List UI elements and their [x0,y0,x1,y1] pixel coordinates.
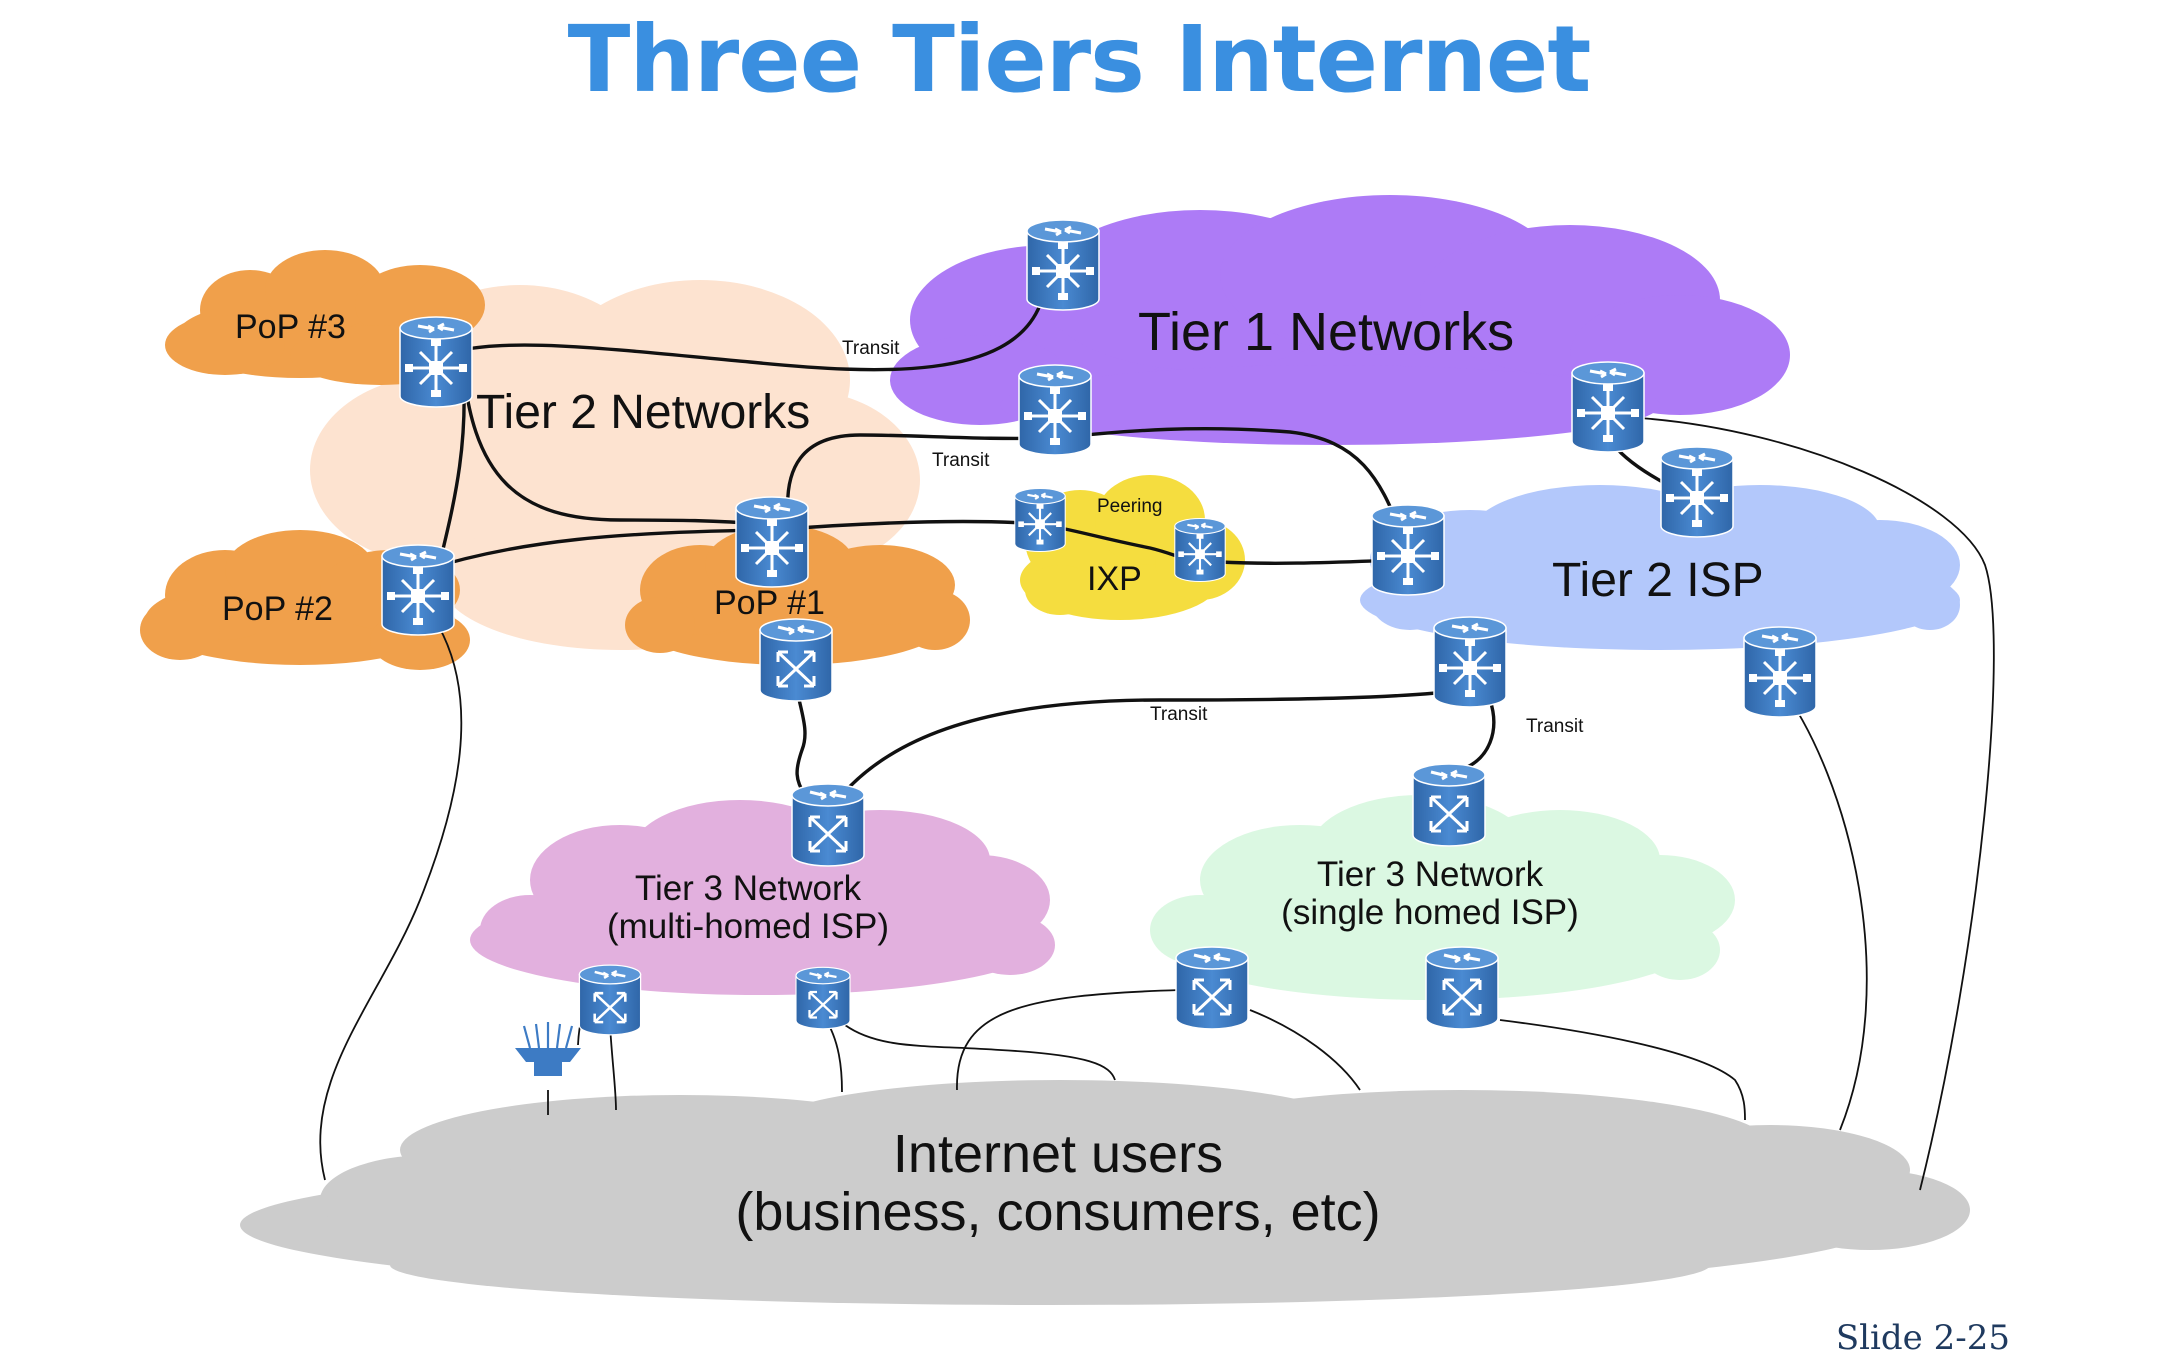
switch-icon [578,963,642,1037]
label-ixp: IXP [1087,560,1142,598]
label-tier3-multi-line1: Tier 3 Network [635,869,862,908]
cloud-internet-users [240,1080,1970,1305]
label-internet-users-line2: (business, consumers, etc) [735,1182,1380,1242]
router-icon [1173,517,1227,583]
label-pop1: PoP #1 [714,584,825,622]
slide-number: Slide 2-25 [1835,1318,2010,1358]
cloud-pop3 [165,250,485,385]
router-icon [1742,625,1818,719]
label-tier2-networks: Tier 2 Networks [476,386,810,439]
switch-icon [1174,945,1250,1031]
label-transit-mid: Transit [932,450,990,471]
router-icon [380,543,456,637]
wireless-access-point-icon [515,1022,581,1076]
router-icon [1570,360,1646,454]
router-icon [1659,445,1735,539]
router-icon [1013,487,1067,553]
router-icon [1017,363,1093,457]
label-tier2-isp: Tier 2 ISP [1552,554,1764,607]
slide-title: Three Tiers Internet [567,6,1592,113]
router-icon [1432,615,1508,709]
label-tier3-single-line1: Tier 3 Network [1317,855,1544,894]
label-tier3-single-line2: (single homed ISP) [1281,893,1579,932]
cloud-pop2 [140,530,470,670]
label-tier1-networks: Tier 1 Networks [1138,302,1514,362]
label-transit-low: Transit [1150,704,1208,725]
router-icon [398,315,474,409]
label-peering: Peering [1097,496,1163,517]
router-icon [734,495,810,589]
switch-icon [1411,762,1487,848]
switch-icon [1424,945,1500,1031]
label-internet-users-line1: Internet users [893,1124,1223,1184]
label-tier3-multi-line2: (multi-homed ISP) [607,907,889,946]
switch-icon [790,782,866,868]
switch-icon [758,617,834,703]
label-transit-right: Transit [1526,716,1584,737]
label-pop3: PoP #3 [235,308,346,346]
links-thin [319,417,1995,1191]
router-icon [1370,503,1446,597]
switch-icon [794,966,852,1030]
label-transit-top: Transit [842,338,900,359]
label-pop2: PoP #2 [222,590,333,628]
router-icon [1025,218,1101,312]
